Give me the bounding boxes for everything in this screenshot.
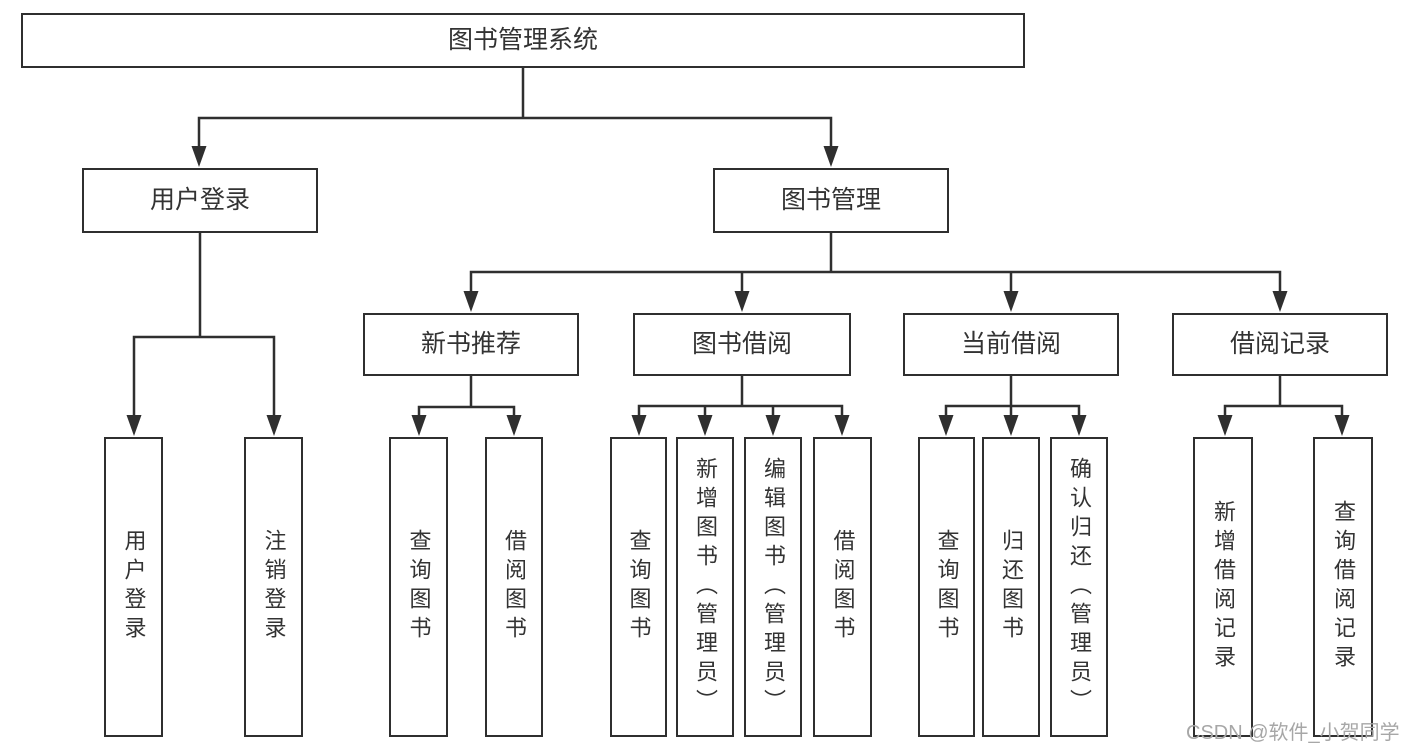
node-book-borrowing: 图书借阅 [633,313,851,376]
node-leaf-query-book-1: 查询图书 [389,437,448,737]
connector-user-login-children [132,231,276,418]
node-leaf-query-book-3-label: 查询图书 [934,529,960,645]
connector-book-borrow-children [637,374,844,418]
node-library-system: 图书管理系统 [21,13,1025,68]
node-leaf-add-borrow-record-label: 新增借阅记录 [1211,500,1236,674]
node-leaf-query-book-3: 查询图书 [918,437,975,737]
node-leaf-return-book: 归还图书 [982,437,1040,737]
node-book-management: 图书管理 [713,168,949,233]
node-leaf-edit-book-admin: 编辑图书（管理员） [744,437,802,737]
node-leaf-confirm-return-admin: 确认归还（管理员） [1050,437,1108,737]
node-leaf-query-book-2-label: 查询图书 [626,529,652,645]
connector-current-borrow-children [944,374,1081,418]
node-user-login: 用户登录 [82,168,318,233]
node-leaf-logout-label: 注销登录 [261,529,287,645]
node-leaf-query-book-2: 查询图书 [610,437,667,737]
node-leaf-borrow-book-2-label: 借阅图书 [830,529,856,645]
connector-root-to-level1 [197,66,833,149]
node-leaf-add-book-admin-label: 新增图书（管理员） [693,456,718,718]
node-borrow-records: 借阅记录 [1172,313,1388,376]
node-current-borrow: 当前借阅 [903,313,1119,376]
node-leaf-confirm-return-admin-label: 确认归还（管理员） [1067,456,1092,718]
connector-new-book-children [417,374,516,418]
node-leaf-query-borrow-record: 查询借阅记录 [1313,437,1373,737]
node-leaf-edit-book-admin-label: 编辑图书（管理员） [761,456,786,718]
arrowheads [126,146,1350,436]
node-leaf-user-login: 用户登录 [104,437,163,737]
connector-borrow-record-children [1223,374,1344,418]
csdn-watermark: CSDN @软件_小贺同学 [1186,722,1400,744]
node-leaf-logout: 注销登录 [244,437,303,737]
node-leaf-add-borrow-record: 新增借阅记录 [1193,437,1253,737]
node-new-book-recommend: 新书推荐 [363,313,579,376]
node-leaf-borrow-book-1-label: 借阅图书 [502,529,527,645]
node-leaf-return-book-label: 归还图书 [999,529,1024,645]
node-leaf-add-book-admin: 新增图书（管理员） [676,437,734,737]
node-leaf-query-book-1-label: 查询图书 [406,529,432,645]
node-leaf-query-borrow-record-label: 查询借阅记录 [1331,500,1356,674]
node-leaf-borrow-book-1: 借阅图书 [485,437,543,737]
connector-book-mgmt-children [469,231,1282,294]
node-leaf-borrow-book-2: 借阅图书 [813,437,872,737]
node-leaf-user-login-label: 用户登录 [121,529,147,645]
